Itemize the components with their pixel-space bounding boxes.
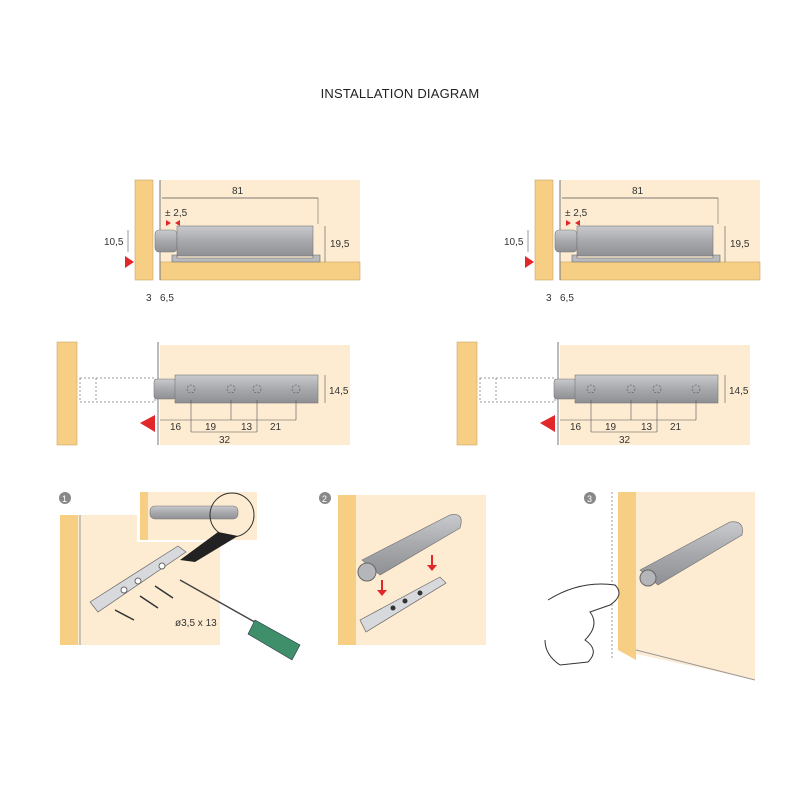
dim-d2: 19 xyxy=(205,422,217,433)
latch-body xyxy=(639,521,743,586)
side-view-diagram: 81 ± 2,5 10,5 19,5 3 6,5 xyxy=(104,179,361,304)
dim-d4: 21 xyxy=(270,422,282,433)
door-panel xyxy=(56,341,78,446)
mounting-plate xyxy=(571,254,721,263)
dim-body-height: 19,5 xyxy=(730,239,750,250)
top-view-diagram: 16 19 13 21 32 14,5 xyxy=(56,341,350,446)
top-view-diagram: 16 19 13 21 32 14,5 xyxy=(456,341,750,446)
dim-d3: 13 xyxy=(641,422,653,433)
hand-icon xyxy=(544,583,620,666)
dim-total: 32 xyxy=(219,435,231,446)
screwdriver-handle xyxy=(247,619,301,661)
push-pin xyxy=(554,229,578,253)
dim-tolerance: ± 2,5 xyxy=(165,208,188,219)
dim-height-offset: 10,5 xyxy=(104,237,124,248)
screwdriver-shaft xyxy=(179,579,261,626)
dim-d1: 16 xyxy=(570,422,582,433)
step-number: 1 xyxy=(62,494,67,504)
latch-body xyxy=(574,374,719,404)
step-2-illustration: 2 xyxy=(319,492,486,645)
step-1-illustration: 1 ø3,5 x 13 xyxy=(59,492,301,661)
screws xyxy=(114,585,174,621)
page-title: INSTALLATION DIAGRAM xyxy=(320,86,480,101)
extended-pin-outline xyxy=(479,377,556,403)
dim-body-height: 19,5 xyxy=(330,239,350,250)
dim-offset: 6,5 xyxy=(160,293,174,304)
mounting-plate xyxy=(171,254,321,263)
latch-body xyxy=(576,225,714,257)
dim-gap: 3 xyxy=(146,293,152,304)
screw-label: ø3,5 x 13 xyxy=(175,618,217,629)
press-arrow-icon xyxy=(125,256,134,268)
dim-d2: 19 xyxy=(605,422,617,433)
screw-holes xyxy=(560,375,726,433)
press-arrow-icon xyxy=(540,415,555,432)
dim-length: 81 xyxy=(232,186,244,197)
shelf-panel xyxy=(159,261,361,281)
step-3-illustration: 3 xyxy=(544,492,756,681)
dim-gap: 3 xyxy=(546,293,552,304)
push-pin xyxy=(154,229,178,253)
dim-height-offset: 10,5 xyxy=(504,237,524,248)
press-arrow-icon xyxy=(525,256,534,268)
side-view-diagram: 81 ± 2,5 10,5 19,5 3 6,5 xyxy=(504,179,761,304)
dim-d1: 16 xyxy=(170,422,182,433)
step-number: 2 xyxy=(322,494,327,504)
latch-body xyxy=(176,225,314,257)
screw-holes xyxy=(160,375,326,433)
dim-total: 32 xyxy=(619,435,631,446)
dim-offset: 6,5 xyxy=(560,293,574,304)
shelf-panel xyxy=(559,261,761,281)
down-arrow-icon xyxy=(377,555,437,596)
door-panel xyxy=(134,179,154,281)
door-panel xyxy=(534,179,554,281)
extended-pin-outline xyxy=(79,377,156,403)
step-number: 3 xyxy=(587,494,592,504)
press-arrow-icon xyxy=(140,415,155,432)
dim-diameter: 14,5 xyxy=(329,386,349,397)
dim-d3: 13 xyxy=(241,422,253,433)
dim-diameter: 14,5 xyxy=(729,386,749,397)
dim-d4: 21 xyxy=(670,422,682,433)
mounting-plate xyxy=(359,576,447,633)
dim-tolerance: ± 2,5 xyxy=(565,208,588,219)
dim-length: 81 xyxy=(632,186,644,197)
door-panel xyxy=(456,341,478,446)
latch-body xyxy=(174,374,319,404)
latch-body xyxy=(361,514,462,576)
